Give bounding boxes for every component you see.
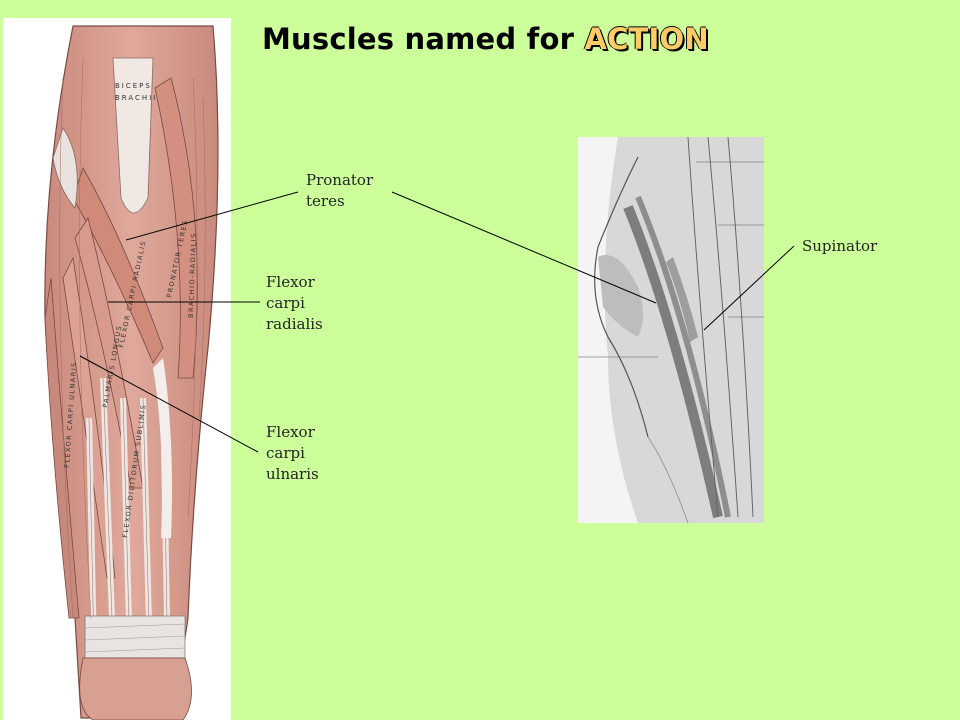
label-line: radialis: [266, 315, 323, 333]
leader-pronator-left: [125, 191, 299, 241]
fig-label-biceps: BICEPS: [115, 82, 152, 90]
label-line: teres: [306, 192, 345, 210]
label-line: carpi: [266, 294, 305, 312]
label-flexor-carpi-radialis: Flexor carpi radialis: [266, 272, 323, 335]
title-main: Muscles named for: [262, 22, 585, 56]
fig-label-brachioradialis: BRACHIO-RADIALIS: [187, 232, 198, 318]
leader-fcu: [79, 355, 259, 453]
label-line: Flexor: [266, 423, 315, 441]
label-flexor-carpi-ulnaris: Flexor carpi ulnaris: [266, 422, 319, 485]
leader-pronator-right: [391, 191, 657, 304]
forearm-anterior-illustration: BICEPS BRACHII BRACHIO-RADIALIS PRONATOR…: [3, 18, 231, 720]
label-line: Flexor: [266, 273, 315, 291]
forearm-lateral-svg: [578, 137, 764, 523]
forearm-anterior-svg: BICEPS BRACHII BRACHIO-RADIALIS PRONATOR…: [44, 25, 219, 720]
label-supinator: Supinator: [802, 236, 877, 257]
slide-title: Muscles named for ACTION: [262, 22, 709, 56]
title-accent: ACTION: [584, 22, 709, 56]
label-line: carpi: [266, 444, 305, 462]
leader-supinator: [703, 245, 795, 331]
label-line: Pronator: [306, 171, 374, 189]
fig-label-brachii: BRACHII: [115, 94, 157, 102]
forearm-lateral-illustration: [578, 137, 764, 523]
label-line: Supinator: [802, 237, 878, 255]
label-pronator-teres: Pronator teres: [306, 170, 373, 212]
label-line: ulnaris: [266, 465, 319, 483]
